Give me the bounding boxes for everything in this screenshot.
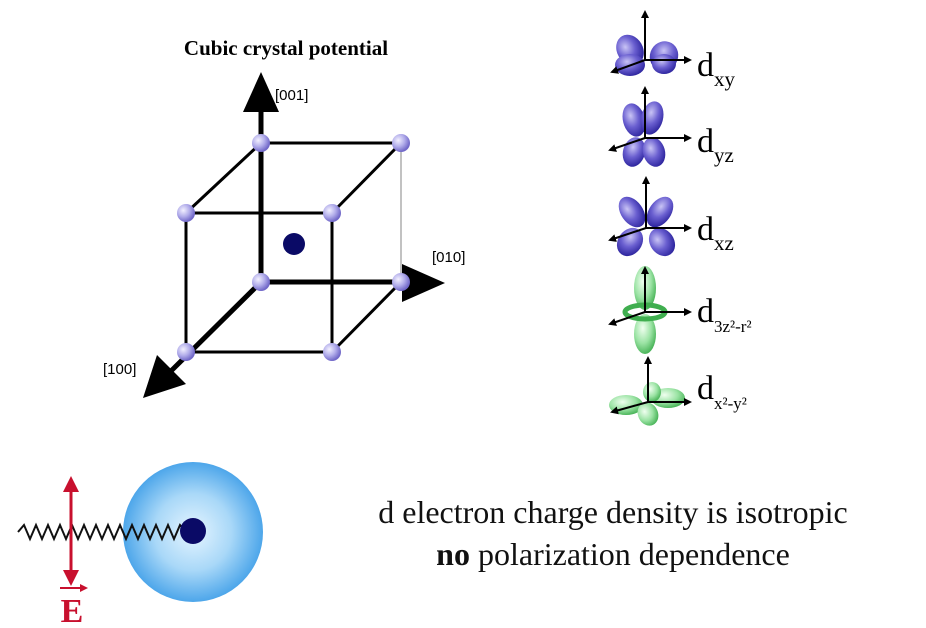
cubic-lattice: [143, 72, 445, 398]
e-field-arrow: [63, 476, 79, 586]
lattice-atom: [177, 343, 195, 361]
lattice-atom: [252, 273, 270, 291]
lattice-atom: [392, 134, 410, 152]
statement-rest: polarization dependence: [469, 536, 790, 572]
dyz-orbital-icon: [608, 86, 692, 167]
orbital-label-x2y2: dx²-y²: [697, 370, 747, 413]
dxy-orbital-icon: [610, 10, 692, 76]
axis-label-100: [100]: [103, 361, 136, 378]
light-wave: [17, 522, 187, 542]
axis-100-arrow: [143, 280, 263, 398]
e-field-label: E: [60, 584, 88, 628]
e-field-symbol: E: [61, 593, 84, 628]
orbital-labels: dxy dyz dxz d3z²-r² dx²-y²: [697, 47, 752, 413]
axis-label-001: [001]: [275, 87, 308, 104]
dx2y2-orbital-icon: [609, 356, 692, 426]
isotropic-charge-illustration: E: [17, 462, 263, 628]
lattice-atom: [323, 343, 341, 361]
orbital-label-xy: dxy: [697, 47, 736, 91]
statement-line-1: d electron charge density is isotropic: [378, 494, 848, 530]
dxz-orbital-icon: [608, 176, 692, 257]
lattice-atom: [323, 204, 341, 222]
statement-line-2: no polarization dependence: [300, 536, 926, 573]
lattice-atom: [392, 273, 410, 291]
axis-label-010: [010]: [432, 249, 465, 266]
center-atom: [283, 233, 305, 255]
orbital-label-yz: dyz: [697, 123, 734, 167]
lattice-atom: [177, 204, 195, 222]
orbital-label-xz: dxz: [697, 211, 734, 255]
axis-001-arrow: [243, 72, 279, 282]
orbital-list: [608, 10, 692, 426]
atom-core: [180, 518, 206, 544]
lattice-atom: [252, 134, 270, 152]
statement-emphasis: no: [436, 536, 470, 572]
orbital-label-z2: d3z²-r²: [697, 293, 752, 336]
dz2-orbital-icon: [608, 266, 692, 354]
diagram-title: Cubic crystal potential: [184, 36, 388, 60]
